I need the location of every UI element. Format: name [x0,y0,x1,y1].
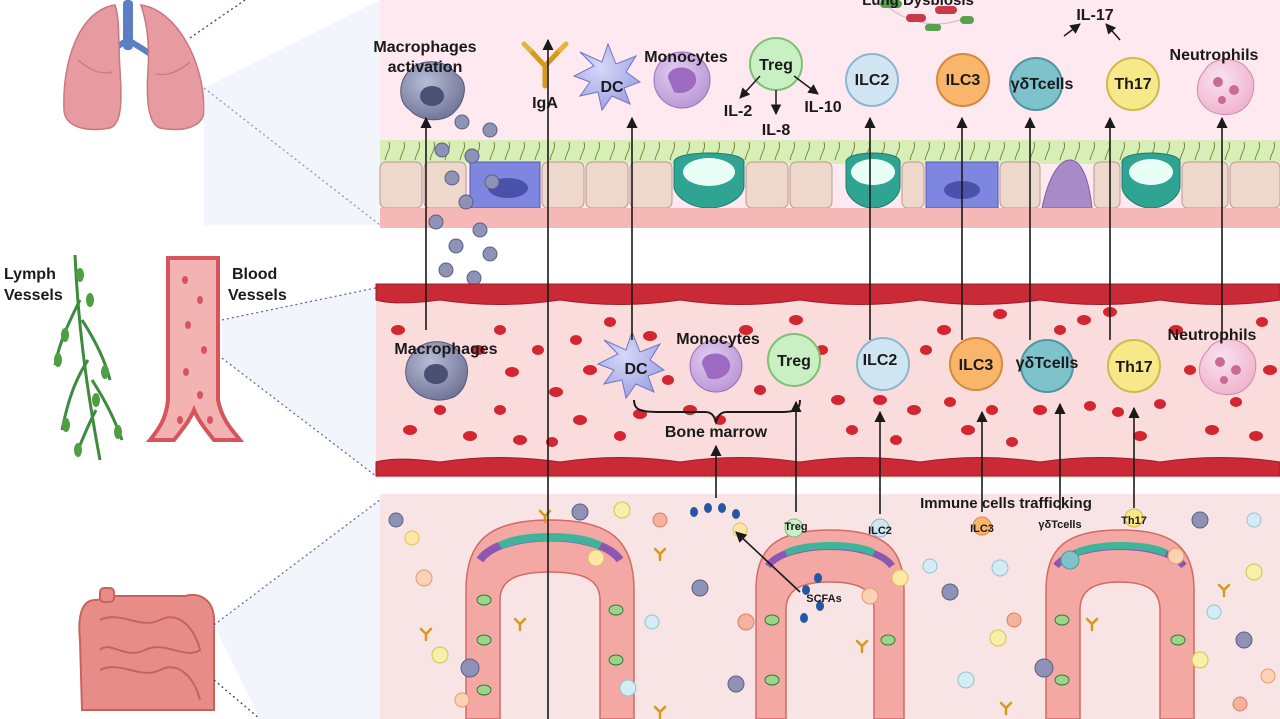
blood-neutrophils-label: Neutrophils [1168,327,1257,344]
lung-dysbiosis-bacteria [879,0,974,31]
blood-dc-cell [596,330,666,400]
blood-gdt-label: γδTcells [1016,355,1079,372]
lung-iga-label: IgA [532,95,558,112]
blood-ilc3-cell [949,337,1003,391]
blood-macrophage-cell [405,341,468,401]
lung-il17-label: IL-17 [1076,7,1113,24]
intestine-illustration [78,587,215,711]
gut-zoom-panel [214,500,380,719]
gut-ilc3-label: ILC3 [970,523,994,535]
lung-ilc3-cell [936,53,990,107]
blood-macrophages-label: Macrophages [394,341,497,358]
immune-trafficking-label: Immune cells trafficking [920,495,1092,512]
gut-th17-label: Th17 [1121,515,1147,527]
blood-dc-label: DC [624,361,648,378]
lung-macrophage-cell [400,61,465,121]
red-blood-cells [391,307,1277,447]
blood-treg-label: Treg [777,353,811,370]
migration-arrows [420,38,1228,719]
gut-villus-middle [755,529,905,719]
blood-vessel-illustration [145,256,245,442]
blood-vessels-label-2: Vessels [228,287,287,304]
lung-ilc2-cell [845,53,899,107]
vessel-endothelium-bottom [375,457,1280,477]
scfa-molecules [690,503,824,623]
lungs-illustration [63,0,205,131]
lymph-vessels-label-1: Lymph [4,266,56,283]
lung-macrophages-activation-label-1: Macrophages [373,39,476,56]
lymph-node-beads [54,268,122,457]
blood-monocytes-label: Monocytes [676,331,760,348]
blood-ilc2-label: ILC2 [863,352,898,369]
lung-neutrophils-label: Neutrophils [1170,47,1259,64]
lung-th17-label: Th17 [1114,76,1151,93]
lung-epithelium [379,161,1280,209]
lung-dc-cell [572,42,642,112]
lung-monocyte-cell [653,51,711,109]
lung-macrophages-activation-label-2: activation [388,59,463,76]
blood-vessels-label-1: Blood [232,266,277,283]
lung-il8-label: IL-8 [762,122,791,139]
blood-monocyte-cell [689,339,743,393]
blood-ilc2-cell [856,337,910,391]
blood-neutrophil-cell [1199,339,1257,395]
gut-gdt-label: γδTcells [1038,519,1081,531]
lung-gdt-cell [1009,57,1063,111]
gut-scattered-cells [388,501,1276,712]
lung-ilc2-label: ILC2 [855,72,890,89]
bone-marrow-brace [633,399,801,426]
lung-il10-label: IL-10 [804,99,841,116]
lung-cilia [384,141,1275,161]
lung-epithelium-special-cells [469,152,1181,209]
blood-th17-label: Th17 [1115,359,1152,376]
lung-il2-label: IL-2 [724,103,753,120]
lung-basement-membrane [380,208,1280,228]
blood-treg-cell [767,333,821,387]
scfas-label: SCFAs [806,593,841,605]
lung-ilc3-label: ILC3 [946,72,981,89]
gut-villus-left [465,519,635,719]
lung-dc-label: DC [600,79,624,96]
blood-th17-cell [1107,339,1161,393]
lung-zoom-panel [204,0,380,225]
lung-gdt-label: γδTcells [1011,76,1074,93]
vessel-zoom-panel [222,288,376,476]
lung-dysbiosis-label: Lung Dysbiosis [862,0,974,9]
lymph-vessels-label-2: Vessels [4,287,63,304]
gut-treg-label: Treg [784,521,807,533]
lung-th17-cell [1106,57,1160,111]
bone-marrow-label: Bone marrow [665,424,768,441]
blood-ilc3-label: ILC3 [959,357,994,374]
blood-gdt-cell [1020,339,1074,393]
lung-neutrophil-cell [1196,59,1255,115]
gut-iga-antibodies [419,509,1231,719]
gut-ilc2-label: ILC2 [868,525,892,537]
lung-monocytes-label: Monocytes [644,49,728,66]
lung-cytokine-arrows [739,23,1121,116]
lung-treg-label: Treg [759,57,793,74]
vessel-endothelium-top [375,283,1280,305]
